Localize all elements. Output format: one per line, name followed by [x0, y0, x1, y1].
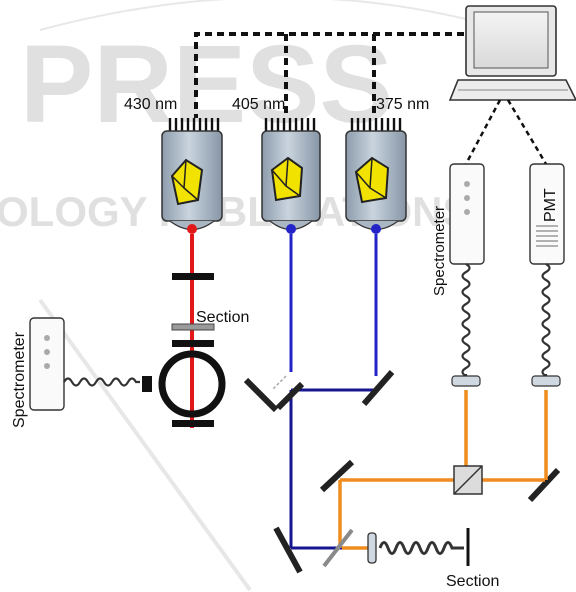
bottom-section — [367, 528, 470, 566]
control-cables — [194, 32, 464, 118]
lens — [172, 273, 214, 280]
sample-cell-icon — [142, 340, 226, 427]
pmt-label: PMT — [542, 188, 559, 222]
laser-head-375 — [345, 118, 407, 234]
dichroic-mirror — [322, 528, 354, 568]
fiber-icon — [378, 541, 464, 555]
mirrors — [243, 370, 561, 574]
section-label-bottom: Section — [446, 573, 499, 590]
section-label-top: Section — [196, 309, 249, 326]
fiber-icon — [541, 263, 551, 378]
laser-375-label: 375 nm — [376, 96, 429, 113]
spectrometer-left — [29, 317, 140, 411]
laser-405-label: 405 nm — [232, 96, 285, 113]
mirror — [243, 377, 279, 413]
spectrometer-right-label: Spectrometer — [431, 206, 448, 296]
red-beam-path — [142, 234, 226, 428]
mirror — [275, 381, 305, 411]
beam-splitter-icon — [453, 465, 483, 495]
mirror — [527, 467, 561, 503]
fiber-icon — [461, 263, 471, 378]
spectrometer-right — [449, 163, 485, 387]
computer-icon — [448, 5, 576, 101]
laser-head-430 — [161, 118, 223, 234]
laser-430-label: 430 nm — [124, 96, 177, 113]
detector-cables — [464, 99, 548, 165]
pmt-detector — [529, 163, 565, 387]
orange-beam-path — [338, 390, 548, 550]
mirror — [319, 459, 355, 493]
crystal-icon — [170, 158, 204, 206]
spectrometer-left-label: Spectrometer — [11, 331, 28, 428]
fiber-icon — [63, 377, 140, 387]
mirror — [273, 526, 303, 574]
blue-beam-path — [289, 234, 378, 550]
crystal-icon — [270, 156, 304, 202]
laser-head-405 — [261, 118, 321, 234]
section-window — [171, 323, 215, 331]
mirror — [361, 370, 395, 406]
crystal-icon — [354, 156, 390, 204]
